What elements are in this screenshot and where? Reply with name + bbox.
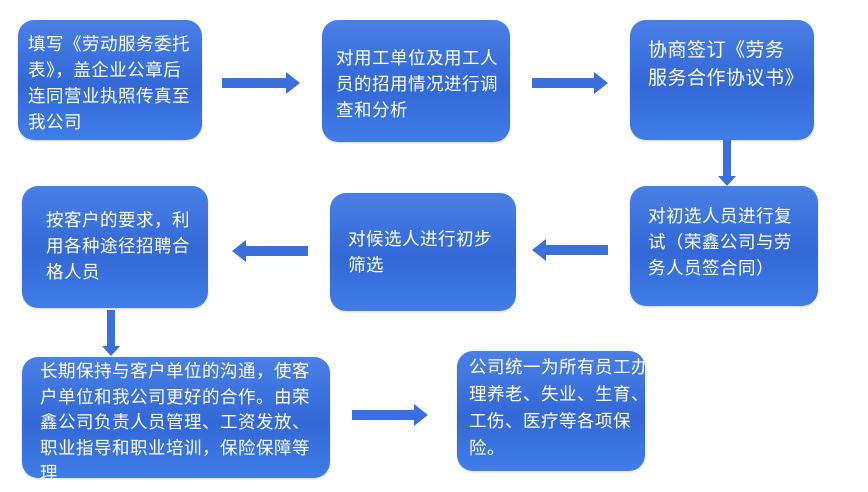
step-box-recruit: 按客户的要求，利用各种途径招聘合格人员 [22, 186, 208, 308]
step-text-investigate: 对用工单位及用工人员的招用情况进行调查和分析 [336, 49, 498, 121]
step-box-communication: 长期保持与客户单位的沟通，使客户单位和我公司更好的合作。由荣鑫公司负责人员管理、… [22, 357, 330, 484]
arrow-right-2 [532, 72, 608, 94]
step-box-fill-form: 填写《劳动服务委托表》，盖企业公章后连同营业执照传真至我公司 [18, 20, 202, 140]
arrow-left-icon [532, 239, 608, 261]
step-text-communication: 长期保持与客户单位的沟通，使客户单位和我公司更好的合作。由荣鑫公司负责人员管理、… [40, 362, 310, 484]
arrow-left-icon [232, 240, 308, 262]
arrow-right-3 [352, 404, 428, 426]
step-text-screening: 对候选人进行初步筛选 [348, 230, 492, 276]
step-box-reexamine: 对初选人员进行复试（荣鑫公司与劳务人员签合同） [630, 186, 818, 306]
arrow-right-icon [222, 72, 300, 94]
step-box-insurance: 公司统一为所有员工办理养老、失业、生育、工伤、医疗等各项保险。 [457, 351, 649, 471]
step-text-sign-agreement: 协商签订《劳务服务合作协议书》 [648, 39, 805, 89]
arrow-down-1 [718, 140, 736, 186]
step-text-reexamine: 对初选人员进行复试（荣鑫公司与劳务人员签合同） [648, 207, 792, 279]
arrow-right-1 [222, 72, 300, 94]
step-box-screening: 对候选人进行初步筛选 [330, 193, 516, 311]
arrow-down-icon [102, 310, 120, 356]
arrow-left-1 [532, 239, 608, 261]
step-box-sign-agreement: 协商签订《劳务服务合作协议书》 [630, 20, 814, 140]
arrow-right-icon [532, 72, 608, 94]
step-text-insurance: 公司统一为所有员工办理养老、失业、生育、工伤、医疗等各项保险。 [469, 358, 649, 459]
arrow-down-icon [718, 140, 736, 186]
arrow-right-icon [352, 404, 428, 426]
arrow-down-2 [102, 310, 120, 356]
step-text-recruit: 按客户的要求，利用各种途径招聘合格人员 [46, 211, 190, 283]
step-text-fill-form: 填写《劳动服务委托表》，盖企业公章后连同营业执照传真至我公司 [28, 35, 190, 133]
step-box-investigate: 对用工单位及用工人员的招用情况进行调查和分析 [322, 20, 510, 142]
arrow-left-2 [232, 240, 308, 262]
